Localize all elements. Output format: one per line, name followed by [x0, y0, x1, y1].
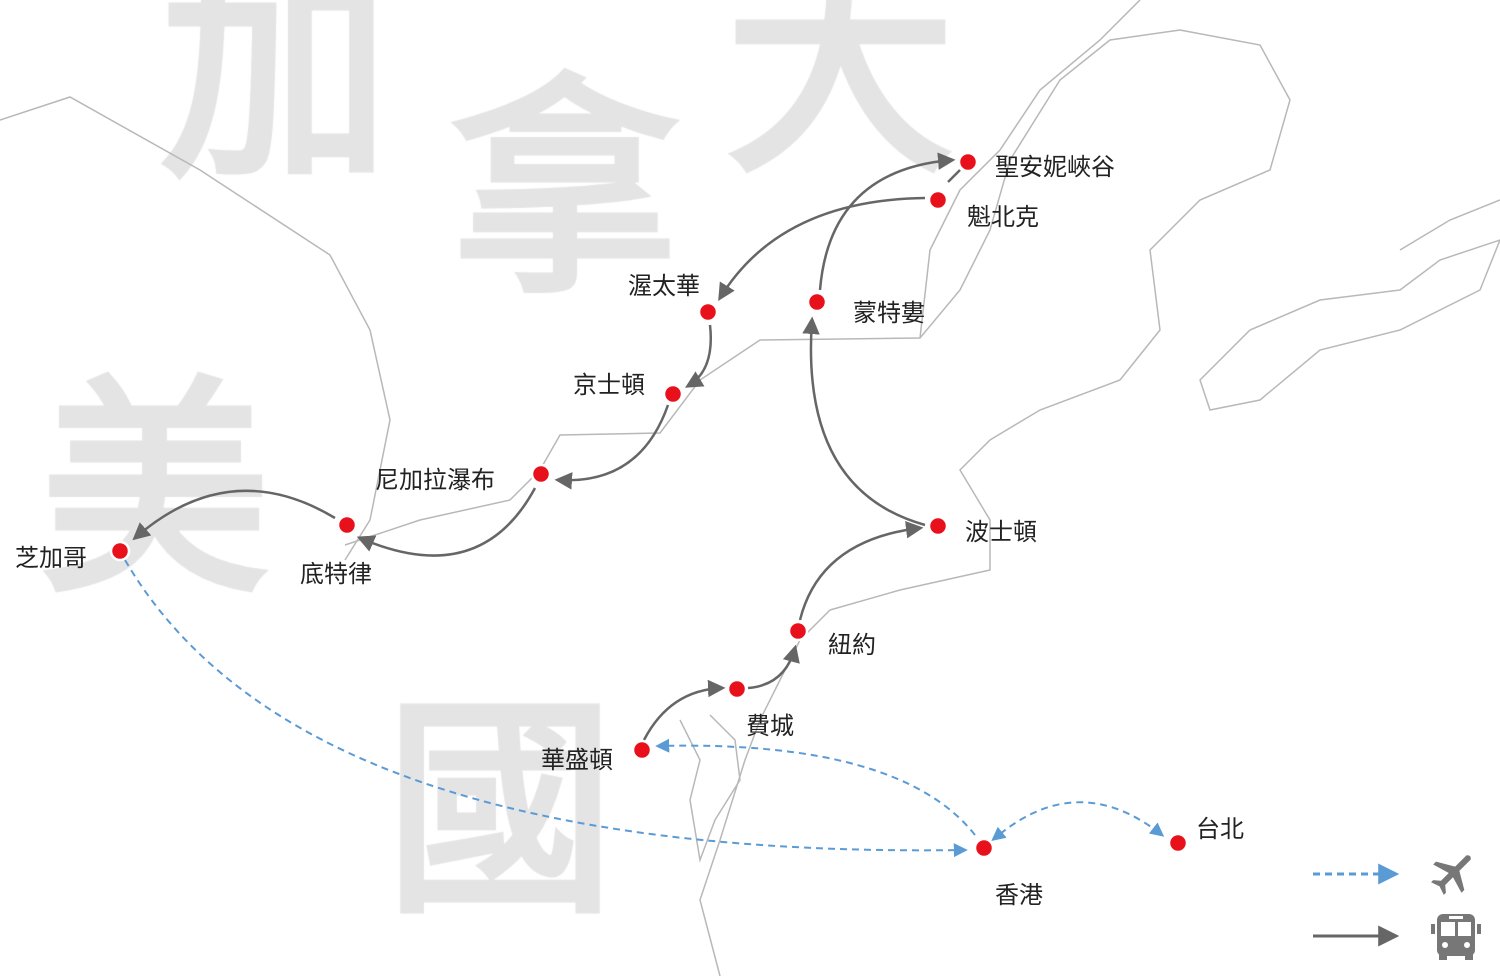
city-marker-hong-kong[interactable] — [973, 837, 995, 859]
route-kingston-niagara — [554, 404, 670, 490]
route-ottawa-kingston — [684, 324, 712, 388]
route-detroit-chicago — [132, 489, 336, 541]
city-label-washington: 華盛頓 — [541, 746, 613, 774]
city-label-taipei: 台北 — [1196, 815, 1244, 843]
city-marker-ottawa[interactable] — [697, 301, 719, 323]
city-markers — [109, 151, 1189, 859]
route-quebec-ottawa — [718, 196, 926, 301]
city-label-philadelphia: 費城 — [746, 712, 794, 740]
city-marker-philadelphia[interactable] — [726, 678, 748, 700]
city-label-hong-kong: 香港 — [995, 881, 1043, 909]
city-marker-new-york[interactable] — [787, 620, 809, 642]
route-washington-philadelphia — [642, 679, 726, 741]
flight-chicago-hongkong — [124, 559, 968, 858]
route-montreal-sainteanne — [818, 152, 956, 291]
city-marker-quebec[interactable] — [927, 189, 949, 211]
city-label-boston: 波士頓 — [965, 518, 1037, 546]
city-label-ottawa: 渥太華 — [628, 272, 700, 300]
route-boston-montreal — [802, 316, 926, 527]
city-marker-chicago[interactable] — [109, 540, 131, 562]
city-label-chicago: 芝加哥 — [15, 544, 87, 572]
city-marker-boston[interactable] — [927, 515, 949, 537]
city-label-new-york: 紐約 — [828, 631, 876, 659]
city-marker-sainte-anne[interactable] — [957, 151, 979, 173]
city-label-montreal: 蒙特婁 — [853, 299, 925, 327]
legend — [1313, 855, 1481, 960]
route-niagara-detroit — [356, 487, 537, 557]
city-marker-niagara[interactable] — [530, 463, 552, 485]
city-marker-kingston[interactable] — [662, 383, 684, 405]
city-marker-taipei[interactable] — [1167, 832, 1189, 854]
city-label-niagara: 尼加拉瀑布 — [375, 466, 495, 494]
city-marker-detroit[interactable] — [336, 514, 358, 536]
city-label-kingston: 京士頓 — [573, 371, 645, 399]
airplane-icon — [1431, 855, 1471, 895]
route-philadelphia-newyork — [747, 644, 800, 690]
city-label-sainte-anne: 聖安妮峽谷 — [995, 153, 1115, 181]
bus-icon — [1431, 914, 1481, 960]
flight-routes — [124, 559, 1165, 858]
flight-hongkong-taipei — [991, 801, 1165, 841]
city-marker-washington[interactable] — [631, 739, 653, 761]
route-newyork-boston — [798, 520, 924, 621]
ground-routes — [132, 152, 961, 741]
city-label-quebec: 魁北克 — [967, 203, 1039, 231]
city-label-detroit: 底特律 — [300, 560, 372, 588]
flight-hongkong-washington — [655, 738, 976, 836]
city-marker-montreal[interactable] — [806, 291, 828, 313]
